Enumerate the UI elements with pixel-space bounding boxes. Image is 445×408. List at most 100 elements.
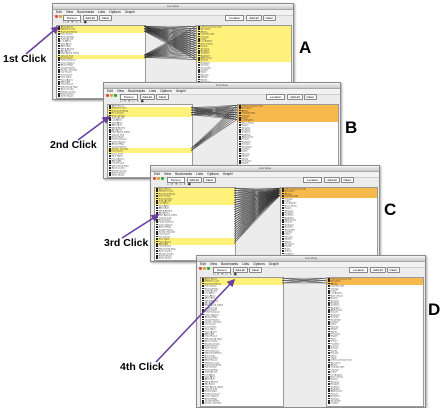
menu-edit[interactable]: Edit (56, 10, 62, 14)
clear-button[interactable]: Clear (248, 267, 262, 273)
list-item[interactable]: Stockholm (197, 66, 291, 69)
list-item[interactable]: Bogota (327, 297, 423, 300)
list-item[interactable]: Dubai (327, 371, 423, 374)
list-item[interactable]: Samir Nazari (108, 174, 192, 177)
list-item[interactable]: Atlanta (327, 364, 423, 366)
list-item[interactable]: Peshawar (238, 159, 338, 162)
menu-options[interactable]: Options (109, 10, 121, 14)
menu-options[interactable]: Options (207, 172, 219, 176)
list-item[interactable]: Muhammad Hajar (108, 164, 192, 167)
list-item[interactable]: New Orleans (327, 376, 423, 378)
window-controls[interactable] (153, 167, 165, 185)
window-controls[interactable] (199, 257, 211, 275)
list-item[interactable]: Bogota (327, 378, 423, 381)
list-item[interactable]: Baghdad (281, 216, 377, 219)
list-item[interactable]: Chicago (281, 197, 377, 200)
list-item[interactable]: Mehdi Ahmed (201, 380, 283, 383)
list-item[interactable]: Charlottesville (281, 195, 377, 198)
list-item[interactable]: Chicago (327, 287, 423, 290)
list-item[interactable]: Budapest (238, 140, 338, 143)
list-item[interactable]: Aaron Jacobs (108, 167, 192, 170)
list-item[interactable]: Ahmed Hlayi (108, 143, 192, 146)
list-item[interactable]: CIS4 Lunchroom Sub (197, 26, 291, 29)
list-item[interactable]: Sara Hajan (108, 155, 192, 158)
list-item[interactable]: Madrid (197, 76, 291, 79)
list-item[interactable]: Afghanistan (327, 390, 423, 393)
list-item[interactable]: Gaia Alfaro (155, 204, 235, 207)
list-item[interactable]: Sarajevo (327, 299, 423, 302)
list-item[interactable]: Raymond Marley (155, 192, 235, 196)
list-item[interactable]: Bangkok (327, 301, 423, 304)
list-item[interactable]: Albert Avin (201, 378, 283, 381)
menu-view[interactable]: View (65, 10, 74, 14)
list-item[interactable]: Tripoli (327, 356, 423, 359)
location-select[interactable]: Location (303, 177, 323, 183)
zoom-icon[interactable] (207, 267, 210, 270)
list-item[interactable]: Riyadh (281, 245, 377, 248)
list-item[interactable]: Afghanistan (238, 136, 338, 138)
list-item[interactable]: Tashkent (197, 52, 291, 55)
list-item[interactable]: Stockholm (281, 228, 377, 231)
list-item[interactable]: Sameer Iskandar (57, 69, 145, 71)
list-item[interactable]: Mustafa Jeruba (155, 252, 235, 255)
list-item[interactable]: Charlottesville (238, 112, 338, 115)
list-item[interactable]: Riyadh (238, 162, 338, 165)
list-item[interactable]: Ahmed Hlayi (201, 397, 283, 400)
list-item[interactable]: Tehran (327, 340, 423, 343)
remove-icon[interactable]: × (183, 182, 186, 186)
list-item[interactable]: Baghdad (197, 54, 291, 58)
list-item[interactable]: Hari al Kahir (201, 366, 283, 369)
list-item[interactable]: Moscow (197, 73, 291, 76)
list-item[interactable]: Aaron Jacobs (155, 250, 235, 253)
person-select[interactable]: Person (120, 94, 138, 100)
list-item[interactable]: Akiha Alik (155, 242, 235, 246)
close-icon[interactable] (153, 177, 156, 180)
sort-icon[interactable]: ≡ (221, 272, 224, 276)
menu-view[interactable]: View (209, 262, 218, 266)
list-item[interactable]: Albert Avin (57, 45, 145, 48)
clear-button[interactable]: Clear (262, 15, 276, 21)
list-item[interactable]: Budapest (281, 223, 377, 226)
list-item[interactable]: Karachi (238, 138, 338, 141)
list-item[interactable]: Manila (281, 240, 377, 243)
list-item[interactable]: Kabul (281, 233, 377, 236)
menu-edit[interactable]: Edit (200, 262, 206, 266)
list-item[interactable]: Rasha Al Salo (108, 114, 192, 117)
list-item[interactable]: Omar Raouti (57, 83, 145, 86)
list-item[interactable]: Sameer Iskandar (201, 402, 283, 405)
clear-button[interactable]: Clear (340, 177, 354, 183)
list-item[interactable]: Janjuak Zaid (201, 387, 283, 390)
list-item[interactable]: CIS4 Lunchroom Sub (327, 278, 423, 281)
list-item[interactable]: Tarika Al Zah (57, 37, 145, 40)
clear-button[interactable]: Clear (202, 177, 216, 183)
select-all-icon[interactable]: ▣ (187, 182, 192, 186)
list-item[interactable]: Fawzi Aouini (155, 240, 235, 243)
menu-graph[interactable]: Graph! (175, 89, 187, 93)
list-item[interactable]: Hari al Kahir (108, 112, 192, 115)
list-item[interactable]: Abu Anees (201, 383, 283, 386)
list-item[interactable]: Riyadh (327, 335, 423, 338)
list-item[interactable]: Caracas (327, 344, 423, 347)
list-item[interactable]: Rome (281, 247, 377, 250)
titlebar[interactable]: List View (53, 4, 293, 18)
zoom-icon[interactable] (114, 94, 117, 97)
list-item[interactable]: Tashkent (238, 131, 338, 134)
unselect-icon[interactable]: □ (63, 20, 66, 24)
list-item[interactable]: Tarika Al Zah (201, 371, 283, 374)
list-item[interactable]: Muhammad Hajar (57, 85, 145, 88)
list-item[interactable]: Adam Baszo (108, 105, 192, 107)
list-item[interactable]: Chicago (327, 368, 423, 371)
close-icon[interactable] (199, 267, 202, 270)
add-all-button[interactable]: Add all (186, 177, 202, 183)
unselect-icon[interactable]: □ (225, 272, 228, 276)
titlebar[interactable]: List View (197, 256, 425, 270)
list-item[interactable]: Aaron Jacobs (57, 88, 145, 91)
list-item[interactable]: Manila (327, 330, 423, 333)
list-item[interactable]: Sumatra (327, 397, 423, 400)
list-item[interactable]: Bangkok (197, 49, 291, 53)
list-item[interactable]: Rasha Boyd (201, 390, 283, 393)
list-item[interactable]: Rahim Ghaini (57, 92, 145, 95)
list-item[interactable]: Miami (327, 354, 423, 357)
list-item[interactable]: Kabul (197, 71, 291, 74)
list-item[interactable]: Sarajevo (238, 126, 338, 129)
